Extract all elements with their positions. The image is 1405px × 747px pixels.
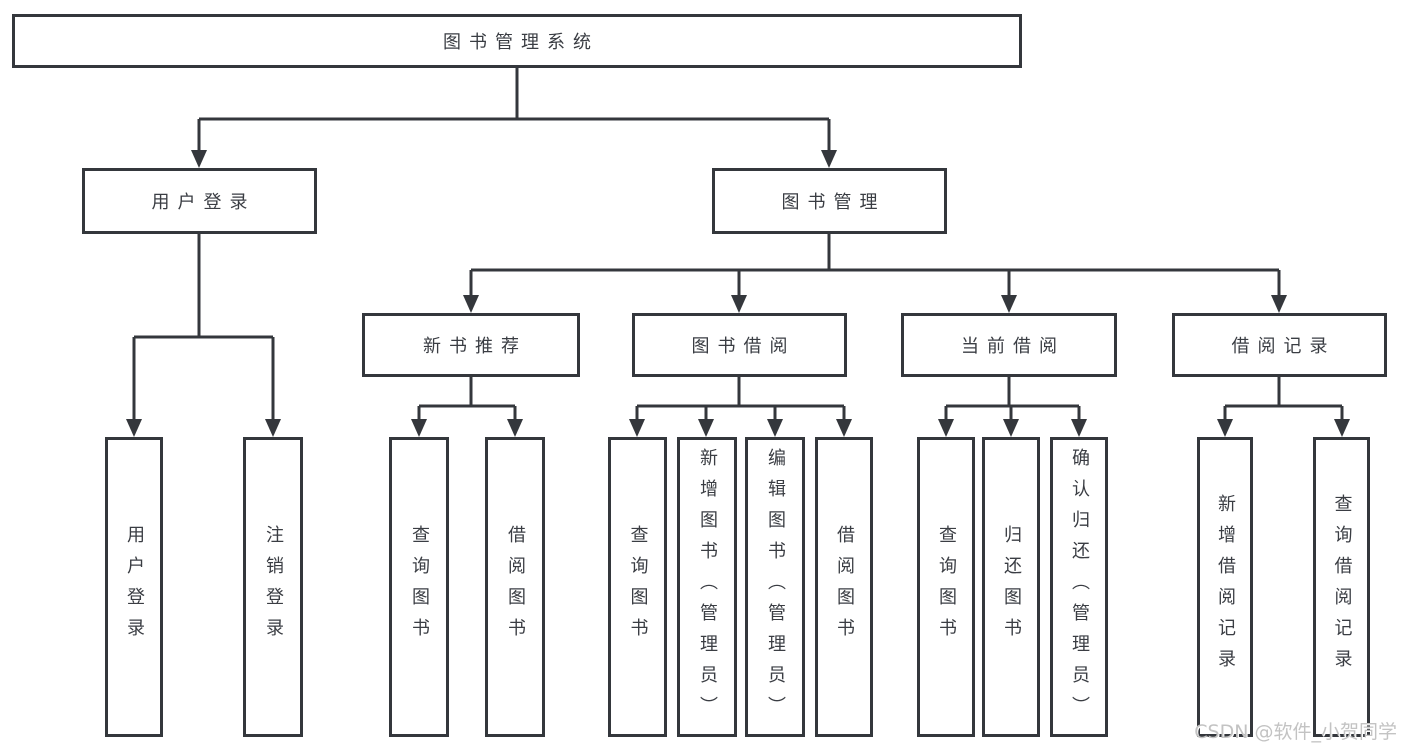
arrowhead — [126, 419, 142, 437]
leaf-current-return-books: 归还图书 — [982, 437, 1040, 737]
node-book-management: 图书管理 — [712, 168, 947, 234]
arrowhead — [191, 150, 207, 168]
node-root-system: 图书管理系统 — [12, 14, 1022, 68]
connector-newbook-to-leaves — [417, 377, 517, 421]
leaf-current-query-books: 查询图书 — [917, 437, 975, 737]
arrowhead — [698, 419, 714, 437]
node-new-book-recommend: 新书推荐 — [362, 313, 580, 377]
leaf-current-confirm-return-admin: 确认归还（管理员） — [1050, 437, 1108, 737]
arrowhead — [1071, 419, 1087, 437]
arrowhead — [938, 419, 954, 437]
node-book-borrow: 图书借阅 — [632, 313, 847, 377]
connector-bookmgmt-to-level3 — [469, 234, 1281, 297]
leaf-borrow-add-books-admin: 新增图书（管理员） — [677, 437, 737, 737]
connector-records-to-leaves — [1223, 377, 1344, 421]
leaf-records-query-record: 查询借阅记录 — [1313, 437, 1370, 737]
leaf-logout: 注销登录 — [243, 437, 303, 737]
arrowhead — [821, 150, 837, 168]
arrowhead — [265, 419, 281, 437]
arrowhead — [507, 419, 523, 437]
leaf-borrow-borrow-books: 借阅图书 — [815, 437, 873, 737]
arrowhead — [1003, 419, 1019, 437]
leaf-newbook-borrow-books: 借阅图书 — [485, 437, 545, 737]
arrowhead — [836, 419, 852, 437]
node-current-borrow: 当前借阅 — [901, 313, 1117, 377]
csdn-watermark: CSDN @软件_小贺同学 — [1194, 721, 1397, 743]
leaf-newbook-query-books: 查询图书 — [389, 437, 449, 737]
connector-userlogin-to-leaves — [132, 234, 275, 421]
arrowhead — [731, 295, 747, 313]
arrowhead — [411, 419, 427, 437]
arrowhead — [1334, 419, 1350, 437]
leaf-borrow-edit-books-admin: 编辑图书（管理员） — [745, 437, 805, 737]
connector-root-to-level2 — [197, 68, 831, 152]
leaf-user-login: 用户登录 — [105, 437, 163, 737]
connector-currentborrow-to-leaves — [944, 377, 1081, 421]
connector-bookborrow-to-leaves — [635, 377, 846, 421]
node-user-login: 用户登录 — [82, 168, 317, 234]
arrowhead — [767, 419, 783, 437]
arrowhead — [1001, 295, 1017, 313]
arrowhead — [463, 295, 479, 313]
leaf-records-add-record: 新增借阅记录 — [1197, 437, 1253, 737]
arrowhead — [629, 419, 645, 437]
node-borrow-records: 借阅记录 — [1172, 313, 1387, 377]
leaf-borrow-query-books: 查询图书 — [608, 437, 667, 737]
arrowhead — [1217, 419, 1233, 437]
arrowhead — [1271, 295, 1287, 313]
